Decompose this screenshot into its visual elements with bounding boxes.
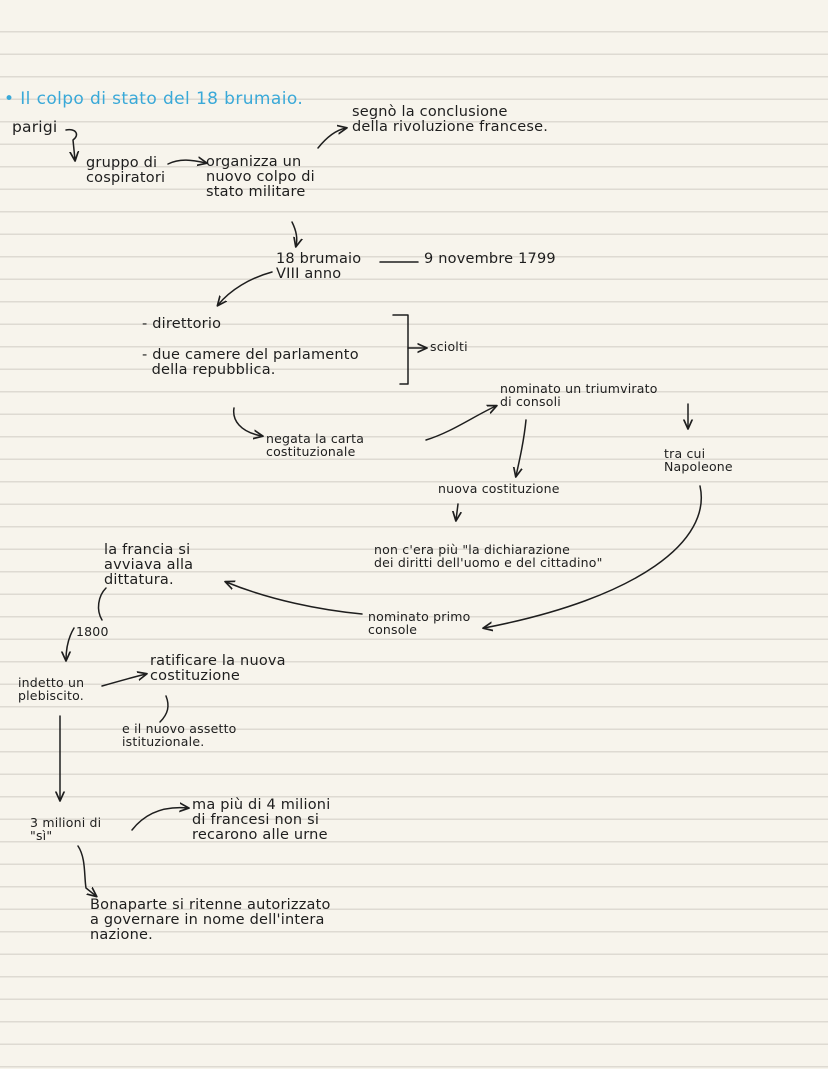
arrow-1800-plebiscito [66, 627, 75, 660]
label-due-camere: - due camere del parlamento della repubb… [142, 347, 359, 378]
label-3-milioni-si: 3 milioni di "sì" [30, 815, 102, 843]
label-primo-console: nominato primo console [368, 609, 471, 637]
arrow-parigi-gruppo [65, 128, 77, 160]
label-18-brumaio: 18 brumaio VIII anno [276, 251, 362, 282]
label-gruppo-cospiratori: gruppo di cospiratori [86, 155, 166, 186]
label-segno-conclusione: segnò la conclusione della rivoluzione f… [352, 104, 549, 135]
label-nuovo-assetto: e il nuovo assetto istituzionale. [122, 721, 237, 749]
arrow-organizza-brumaio [291, 221, 297, 246]
label-dichiarazione-diritti: non c'era più "la dichiarazione dei diri… [374, 542, 603, 570]
arrow-si-bonaparte [77, 845, 96, 896]
arrow-plebiscito-ratificare [101, 674, 146, 687]
label-plebiscito: indetto un plebiscito. [18, 675, 85, 703]
arrow-parlamento-negata [232, 407, 262, 436]
page-title: • Il colpo di stato del 18 brumaio. [4, 89, 304, 109]
label-nuova-costituzione: nuova costituzione [438, 481, 560, 496]
arrow-gruppo-organizza [167, 160, 206, 164]
arrow-napoleone-console [484, 485, 702, 628]
arrow-ratificare-assetto [159, 695, 169, 723]
arrow-francia-1800 [97, 587, 107, 621]
label-organizza-colpo: organizza un nuovo colpo di stato milita… [206, 154, 315, 200]
arrow-organizza-segno [317, 128, 346, 149]
label-sciolti: sciolti [430, 339, 468, 354]
label-4-milioni-urne: ma più di 4 milioni di francesi non si r… [192, 797, 331, 843]
arrow-console-francia [226, 582, 363, 615]
arrow-brumaio-direttorio [218, 271, 273, 305]
bracket-sciolti [392, 314, 409, 385]
label-tra-cui-napoleone: tra cui Napoleone [664, 446, 733, 474]
arrow-negata-triumvirato [425, 406, 496, 441]
arrow-nuova-noncera [456, 503, 458, 520]
arrow-triumvirato-nuova [516, 419, 527, 476]
label-anno-1800: 1800 [76, 624, 109, 639]
label-bonaparte-autorizzato: Bonaparte si ritenne autorizzato a gover… [90, 897, 331, 943]
label-parigi: parigi [12, 118, 58, 136]
label-triumvirato: nominato un triumvirato di consoli [500, 381, 658, 409]
label-negata-carta: negata la carta costituzionale [266, 431, 365, 459]
label-francia-dittatura: la francia si avviava alla dittatura. [104, 542, 194, 588]
label-9-novembre: 9 novembre 1799 [424, 251, 556, 267]
label-ratificare: ratificare la nuova costituzione [150, 653, 286, 684]
label-direttorio: - direttorio [142, 316, 222, 332]
arrow-si-no [131, 808, 188, 831]
